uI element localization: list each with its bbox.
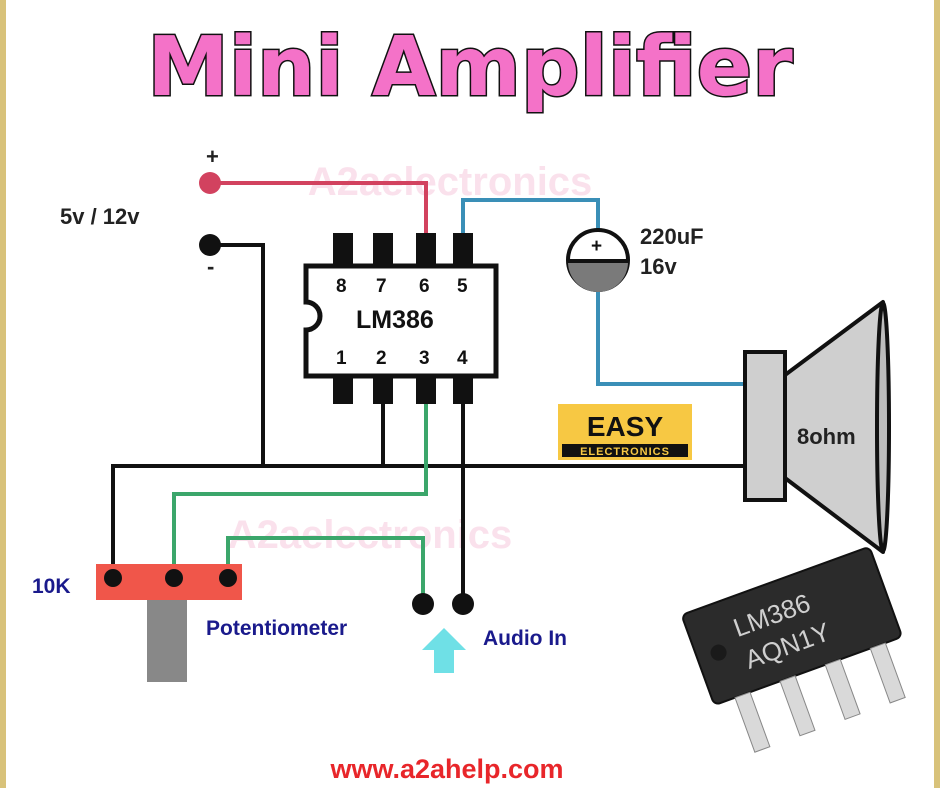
capacitor: + [566,228,630,292]
potentiometer-pin-wiper [165,569,183,587]
pin-number-1: 1 [336,348,347,369]
lm386-chip-photo: LM386 AQN1Y [682,547,906,753]
supply-negative-wire [210,243,265,466]
watermark-bottom: A2aelectronics [228,513,513,557]
audio-in-signal-terminal [412,593,434,615]
pin3-wiper-wire [172,400,428,578]
speaker: 8ohm [743,300,891,554]
potentiometer-value: 10K [32,575,71,598]
ground-rail [111,464,745,578]
pin-5-leg [453,233,473,269]
audio-in-ground-terminal [452,593,474,615]
website-url: www.a2ahelp.com [329,754,563,784]
supply-positive-wire [210,181,428,238]
potentiometer-pin-1 [104,569,122,587]
lm386-ic: 8 7 6 5 LM386 1 2 3 4 [303,233,499,404]
audio-in-arrow-icon [422,628,466,673]
logo-band [562,444,688,457]
chip-photo-body [682,547,902,705]
logo-easy-text: EASY [587,411,664,442]
chip-photo-notch [710,644,727,661]
audio-signal-wire [226,536,425,602]
pin-8-leg [333,233,353,269]
pin-number-8: 8 [336,276,347,297]
pin-number-3: 3 [419,348,430,369]
negative-sign: - [207,254,214,279]
pin-number-2: 2 [376,348,387,369]
chip-photo-leg-3 [824,658,861,720]
pin-number-4: 4 [457,348,468,369]
potentiometer-pin-3 [219,569,237,587]
capacitor-voltage: 16v [640,254,677,279]
speaker-rim [875,301,891,553]
negative-terminal [199,234,221,256]
capacitor-value: 220uF [640,224,704,249]
pin-6-leg [416,233,436,269]
ic-label: LM386 [356,306,434,334]
potentiometer-shaft [147,600,187,682]
potentiometer-label: Potentiometer [206,617,347,640]
potentiometer [96,564,242,682]
pin-number-7: 7 [376,276,387,297]
page-title: Mini Amplifier [147,20,793,115]
chip-photo-leg-1 [734,691,771,753]
speaker-label: 8ohm [797,424,856,449]
ic-body [303,263,499,379]
speaker-magnet [743,350,787,502]
audio-in-label: Audio In [483,627,567,650]
logo-electronics-text: ELECTRONICS [580,446,670,458]
pin-number-6: 6 [419,276,430,297]
pin-number-5: 5 [457,276,468,297]
capacitor-negative-half [568,262,628,292]
capacitor-plus-sign: + [591,236,602,257]
chip-photo-leg-2 [779,675,816,737]
capacitor-to-speaker-wire [596,288,745,386]
positive-sign: + [206,144,219,169]
pin-7-leg [373,233,393,269]
easy-electronics-logo: EASY ELECTRONICS [558,404,692,460]
supply-voltage-label: 5v / 12v [60,204,140,229]
output-wire-pin5 [461,198,600,238]
positive-terminal [199,172,221,194]
chip-photo-leg-4 [869,642,906,704]
